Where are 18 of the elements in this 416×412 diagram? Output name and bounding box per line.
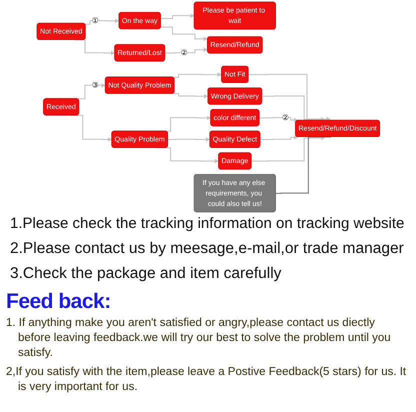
arrow bbox=[172, 72, 222, 78]
arrow bbox=[168, 137, 210, 142]
instruction-text: 3.Check the package and item carefully bbox=[10, 264, 282, 284]
arrow bbox=[84, 18, 119, 25]
arrow bbox=[160, 26, 208, 42]
arrow bbox=[164, 48, 208, 54]
arrow bbox=[262, 96, 325, 122]
instruction-text: 2.Please contact us by meesage,e-mail,or trade manager bbox=[10, 239, 405, 259]
feedback-paragraph: 1. If anything make you aren't satisfied or angry,please contact us diectly before leaving feedback.we will try our best to solve the problem until you satisfy. bbox=[6, 316, 392, 361]
arrow bbox=[160, 14, 194, 20]
arrow bbox=[251, 136, 325, 162]
arrow bbox=[258, 117, 298, 122]
instruction-text: 1.Please check the tracking information on tracking website bbox=[10, 214, 406, 234]
arrow bbox=[248, 74, 330, 122]
section-heading: Feed back: bbox=[6, 290, 111, 314]
arrow bbox=[260, 135, 298, 140]
arrow bbox=[172, 93, 208, 98]
feedback-paragraph: 2,If you satisfy with the item,please leave a Postive Feedback(5 stars) for us. It is very important for us. bbox=[6, 365, 408, 395]
